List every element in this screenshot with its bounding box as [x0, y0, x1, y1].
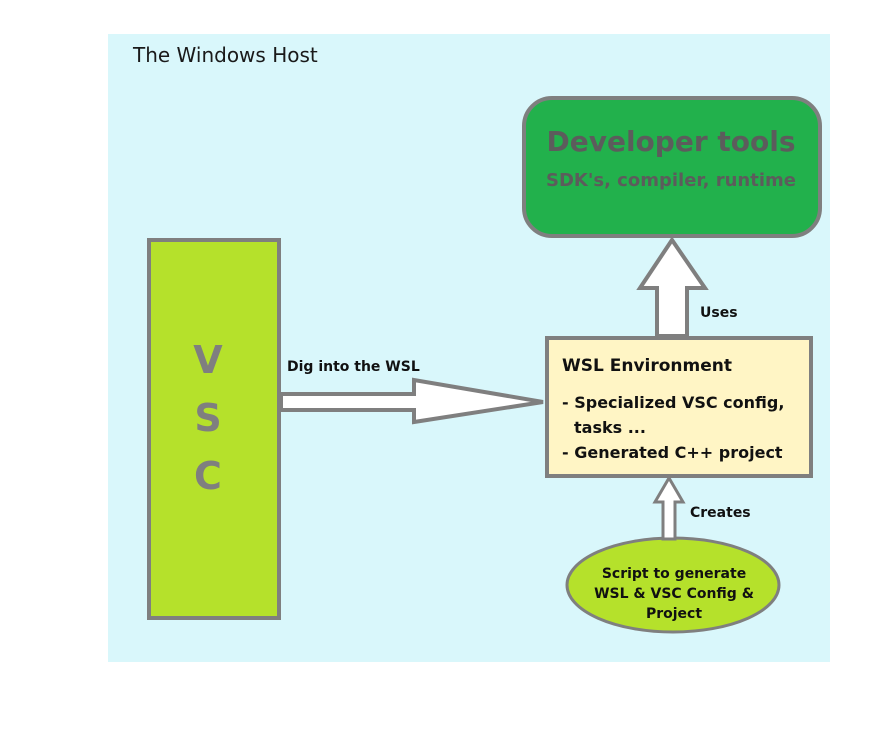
- script-line-2: WSL & VSC Config &: [594, 586, 754, 602]
- script-line-3: Project: [645, 606, 703, 622]
- uses-label: Uses: [700, 305, 738, 321]
- wsl-environment-box: [545, 336, 813, 478]
- developer-tools-box: [522, 96, 822, 238]
- wsl-item-config: - Specialized VSC config,: [562, 393, 785, 412]
- wsl-item-project: - Generated C++ project: [562, 443, 783, 462]
- vsc-box: [147, 238, 281, 620]
- developer-tools-title: Developer tools: [546, 125, 796, 158]
- vsc-letter-s: S: [194, 396, 222, 440]
- wsl-item-tasks: tasks ...: [574, 418, 646, 437]
- script-line-1: Script to generate: [601, 566, 747, 582]
- vsc-letter-c: C: [194, 454, 222, 498]
- developer-tools-subtitle: SDK's, compiler, runtime: [546, 170, 796, 191]
- script-label: Script to generate WSL & VSC Config & Pr…: [578, 564, 770, 624]
- dig-label: Dig into the WSL: [287, 359, 420, 375]
- uses-arrow: [636, 236, 709, 338]
- creates-label: Creates: [690, 505, 751, 521]
- host-title: The Windows Host: [133, 43, 318, 67]
- vsc-letter-v: V: [193, 338, 223, 382]
- creates-arrow: [652, 475, 686, 541]
- dig-arrow: [279, 377, 544, 425]
- wsl-title: WSL Environment: [562, 356, 733, 376]
